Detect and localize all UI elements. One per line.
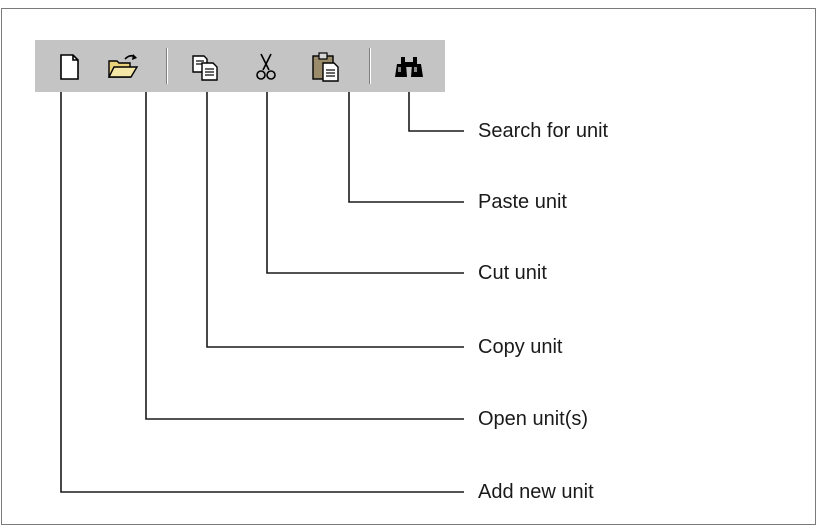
connector-add xyxy=(60,92,464,493)
callout-cut-unit: Cut unit xyxy=(478,262,547,284)
new-unit-button[interactable] xyxy=(52,50,86,84)
toolbar-separator xyxy=(369,48,371,84)
connector-cut xyxy=(266,92,464,274)
connector-paste xyxy=(348,92,464,203)
clipboard-paste-icon xyxy=(312,52,339,82)
toolbar-separator xyxy=(166,48,168,84)
search-unit-button[interactable] xyxy=(392,50,426,84)
connector-open xyxy=(145,92,464,420)
callout-open-units: Open unit(s) xyxy=(478,408,589,430)
callout-copy-unit: Copy unit xyxy=(478,336,563,358)
connector-search xyxy=(408,92,464,132)
scissors-icon xyxy=(256,53,276,80)
new-document-icon xyxy=(60,54,79,80)
copy-unit-button[interactable] xyxy=(189,50,223,84)
copy-icon xyxy=(192,55,218,81)
callout-paste-unit: Paste unit xyxy=(478,191,567,213)
binoculars-icon xyxy=(395,57,423,77)
toolbar xyxy=(35,40,445,92)
open-unit-button[interactable] xyxy=(106,50,140,84)
callout-add-new-unit: Add new unit xyxy=(478,481,594,503)
callout-search-for-unit: Search for unit xyxy=(478,120,609,142)
open-folder-icon xyxy=(107,54,139,78)
paste-unit-button[interactable] xyxy=(309,50,343,84)
cut-unit-button[interactable] xyxy=(249,50,283,84)
connector-copy xyxy=(206,92,464,348)
